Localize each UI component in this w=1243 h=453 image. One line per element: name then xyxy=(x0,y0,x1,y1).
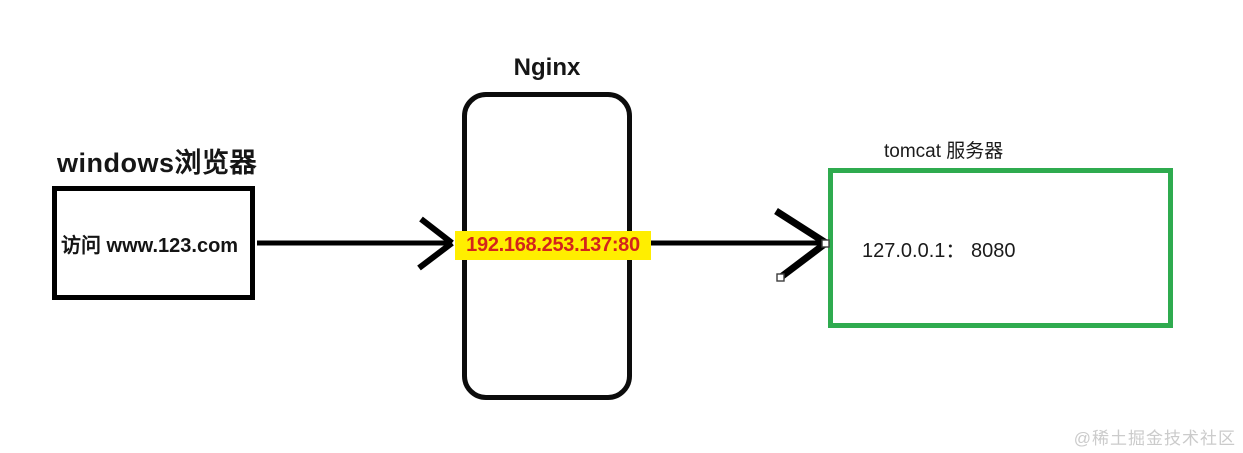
tomcat-node-text: 127.0.0.1： 8080 xyxy=(862,239,1016,262)
watermark-text: @稀土掘金技术社区 xyxy=(1073,429,1236,448)
selection-handle-arrow-barb xyxy=(776,273,785,282)
right-arrow-icon-browser-to-nginx xyxy=(257,216,454,271)
tomcat-node-title: tomcat 服务器 xyxy=(884,141,1004,162)
nginx-node-title: Nginx xyxy=(513,54,581,81)
browser-node-box: 访问 www.123.com xyxy=(52,186,255,300)
browser-node-text: 访问 www.123.com xyxy=(61,234,239,257)
right-arrow-icon-nginx-to-tomcat xyxy=(651,208,830,282)
nginx-listen-address: 192.168.253.137:80 xyxy=(466,234,640,256)
browser-node-title: windows浏览器 xyxy=(57,148,257,178)
tomcat-node-box: 127.0.0.1： 8080 xyxy=(828,168,1173,328)
nginx-listen-highlight: 192.168.253.137:80 xyxy=(455,231,651,260)
